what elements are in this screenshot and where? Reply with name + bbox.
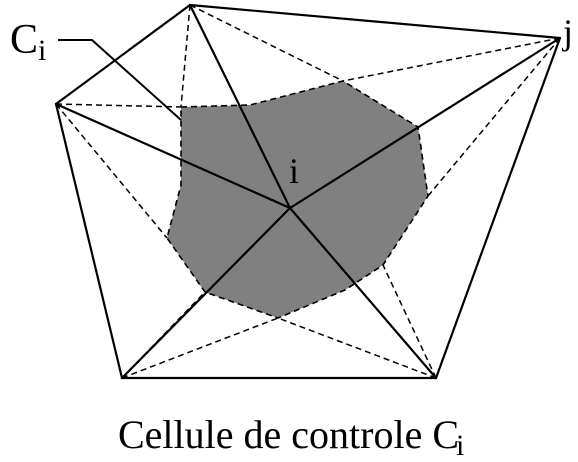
dashed-line (121, 317, 279, 379)
spoke-edge (288, 206, 438, 380)
node-j-label: j (561, 12, 573, 52)
spoke-edge (188, 3, 292, 210)
dashed-line (382, 264, 437, 379)
control-cell-region (166, 80, 429, 319)
caption-main: Cellule de controle C (118, 412, 459, 457)
cell-label-sub: i (38, 34, 46, 67)
cell-label-main: C (10, 17, 38, 63)
dashed-line (180, 4, 191, 108)
dashed-line (427, 37, 561, 197)
spoke-edge (54, 102, 292, 210)
dashed-lines (55, 4, 561, 379)
hull-edge (188, 3, 562, 40)
dashed-line (342, 37, 561, 82)
hull-edge (54, 102, 124, 380)
dashed-line (55, 103, 182, 108)
spoke-edge (288, 36, 562, 210)
hull-edge (54, 3, 192, 106)
caption-sub: i (456, 429, 464, 462)
cell-label-leader (58, 39, 182, 121)
triangulation-edges (54, 3, 562, 380)
dashed-line (189, 4, 344, 82)
dashed-line (277, 317, 437, 379)
dashed-line (55, 103, 168, 239)
node-i-label: i (289, 151, 299, 191)
hull-edge (434, 36, 562, 380)
spoke-edge (120, 206, 292, 380)
